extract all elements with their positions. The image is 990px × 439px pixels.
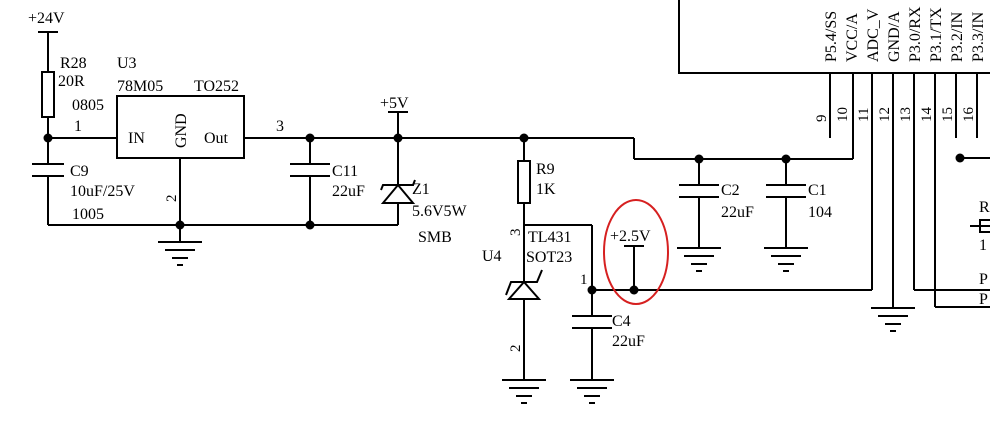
ground-u4	[502, 379, 546, 404]
mcu-pin-num-15: 15	[940, 107, 956, 122]
capacitor-c11: C11 22uF	[290, 163, 365, 200]
highlight-circle	[603, 199, 669, 305]
capacitor-c4: C4 22uF	[572, 313, 645, 350]
c4-ref: C4	[612, 313, 631, 330]
ground-c4	[570, 379, 614, 404]
mcu-pin-num-14: 14	[919, 107, 935, 123]
u4-package: SOT23	[526, 249, 572, 266]
power-24v-label: +24V	[28, 10, 65, 27]
mcu-pin-num-16: 16	[961, 107, 977, 123]
edge-r-ref: R	[979, 199, 990, 216]
reference-u4: TL431 SOT23 U4 3 1 2	[482, 229, 588, 353]
mcu-pin-name-10: VCC/A	[844, 13, 861, 62]
u3-out-label: Out	[204, 130, 229, 147]
u3-part: 78M05	[117, 78, 163, 95]
c11-value: 22uF	[332, 183, 365, 200]
mcu-pin-num-12: 12	[877, 107, 893, 122]
wires	[47, 32, 990, 380]
mcu-u1: P5.4/SS 9 VCC/A 10 ADC_V 11 GND/A 12 P3.0/RX 13 P3…	[678, 0, 990, 123]
c1-ref: C1	[808, 182, 827, 199]
c2-ref: C2	[721, 182, 740, 199]
u4-ref: U4	[482, 248, 502, 265]
u3-gnd-label: GND	[173, 113, 190, 148]
ground-u3	[158, 241, 202, 266]
r9-value: 1K	[536, 181, 556, 198]
junctions	[43, 133, 965, 295]
resistor-r28: R28 20R 0805 1	[41, 55, 104, 135]
regulator-u3: U3 78M05 TO252 IN Out GND 2 3	[116, 55, 284, 203]
u3-pin1: 1	[74, 118, 82, 135]
mcu-pin-name-16: P3.3/IN	[970, 11, 987, 62]
mcu-pin-num-9: 9	[814, 115, 830, 123]
mcu-pin-num-13: 13	[898, 107, 914, 122]
c4-value: 22uF	[612, 333, 645, 350]
power-2v5-label: +2.5V	[610, 228, 651, 245]
z1-ref: Z1	[412, 181, 430, 198]
resistor-r9: R9 1K	[517, 160, 556, 204]
c9-ref: C9	[70, 163, 89, 180]
right-edge-parts: R 1 P P	[979, 199, 990, 308]
mcu-pin-name-15: P3.2/IN	[949, 11, 966, 62]
power-24v: +24V	[28, 10, 65, 33]
ground-c2	[677, 247, 721, 272]
ground-mcu	[871, 307, 915, 332]
u4-pin3: 3	[508, 229, 524, 237]
z1-value: 5.6V5W	[412, 203, 468, 220]
c9-value: 10uF/25V	[70, 183, 135, 200]
capacitor-c9: C9 10uF/25V 1005	[32, 163, 135, 223]
c11-ref: C11	[332, 163, 358, 180]
r28-package: 0805	[72, 97, 104, 114]
r9-ref: R9	[536, 161, 555, 178]
power-2v5: +2.5V	[603, 199, 669, 305]
mcu-pin-name-13: P3.0/RX	[907, 6, 924, 62]
mcu-pin-name-9: P5.4/SS	[823, 11, 840, 62]
u3-pin2: 2	[164, 195, 180, 203]
u3-in-label: IN	[128, 130, 145, 147]
zener-z1: Z1 5.6V5W SMB	[380, 179, 468, 246]
u4-pin1: 1	[580, 272, 588, 288]
capacitor-c1: C1 104	[766, 182, 832, 221]
r28-value: 20R	[58, 73, 85, 90]
u4-pin2: 2	[508, 345, 524, 353]
power-5v: +5V	[380, 95, 409, 113]
mcu-pin-name-11: ADC_V	[865, 8, 882, 62]
c9-package: 1005	[72, 206, 104, 223]
mcu-pin-num-10: 10	[835, 107, 851, 122]
u3-ref: U3	[117, 55, 137, 72]
mcu-pin-num-11: 11	[856, 108, 872, 122]
u3-package: TO252	[194, 78, 239, 95]
capacitor-c2: C2 22uF	[679, 182, 754, 221]
u3-pin3: 3	[276, 118, 284, 135]
power-5v-label: +5V	[380, 95, 409, 112]
mcu-pin-name-12: GND/A	[886, 11, 903, 62]
mcu-pin-name-14: P3.1/TX	[928, 7, 945, 62]
z1-package: SMB	[418, 229, 452, 246]
u4-part: TL431	[528, 229, 572, 246]
ground-c1	[764, 247, 808, 272]
c1-value: 104	[808, 204, 832, 221]
edge-r-value: 1	[979, 237, 987, 254]
edge-p1: P	[979, 271, 988, 288]
edge-p2: P	[979, 291, 988, 308]
c2-value: 22uF	[721, 204, 754, 221]
r28-ref: R28	[60, 55, 87, 72]
